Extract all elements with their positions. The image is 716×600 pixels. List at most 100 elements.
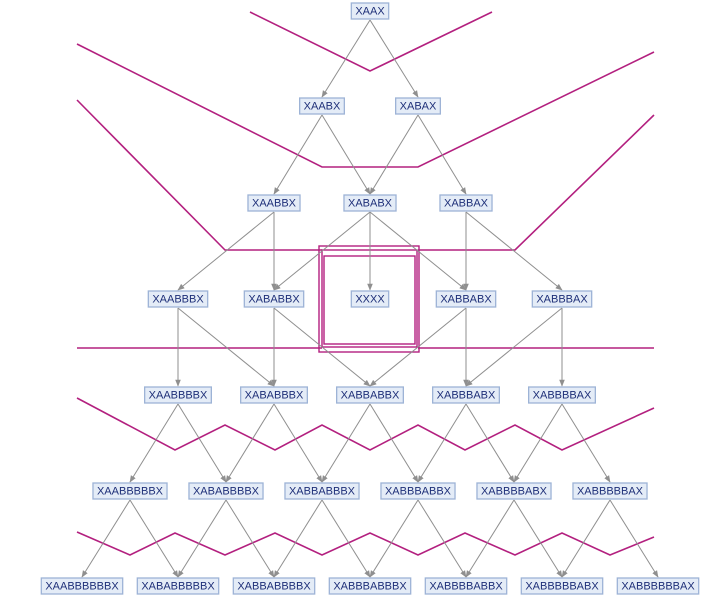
edge-arrow	[609, 499, 659, 578]
node-box	[424, 577, 508, 595]
node-xabbbbbbax: XABBBBBBAX	[616, 577, 700, 595]
edge-arrow	[321, 499, 371, 578]
foliation-line-5	[76, 397, 655, 451]
node-box	[380, 482, 456, 500]
node-label: XABABBBX	[245, 390, 304, 402]
node-box	[350, 2, 390, 20]
node-xabbabbx: XABBABBX	[335, 386, 405, 404]
node-box	[147, 290, 209, 308]
edge-arrow	[369, 403, 419, 483]
edge-arrow	[561, 403, 611, 483]
node-box	[439, 194, 493, 212]
edge-arrow	[513, 403, 563, 483]
foliation-line-6	[76, 531, 655, 556]
node-xabbbbabx: XABBBBABX	[476, 482, 552, 500]
node-label: XABAX	[400, 101, 437, 113]
node-label: XAABBBBBBX	[45, 581, 119, 593]
foliation-line-1	[249, 11, 493, 72]
node-label: XABBABBX	[341, 390, 400, 402]
node-box	[188, 482, 264, 500]
node-xabbbabbx: XABBBABBX	[380, 482, 456, 500]
node-label: XABABBX	[248, 294, 300, 306]
node-xaabbbbbbx: XAABBBBBBX	[40, 577, 124, 595]
node-xxxx: XXXX	[350, 290, 390, 308]
edge-arrow	[225, 499, 275, 578]
foliation-line-3b	[418, 114, 655, 251]
edge-arrow	[321, 19, 371, 98]
edge-arrow	[225, 403, 275, 483]
node-xababx: XABABX	[343, 194, 397, 212]
edge-arrow	[513, 499, 563, 578]
edge-arrow	[369, 114, 419, 195]
edge-arrow	[561, 499, 611, 578]
node-box	[232, 577, 316, 595]
node-label: XABBABX	[440, 294, 492, 306]
node-label: XABBAX	[444, 198, 489, 210]
node-box	[616, 577, 700, 595]
node-label: XABBBBABBX	[429, 581, 503, 593]
node-label: XABBBBBBAX	[621, 581, 695, 593]
node-box	[299, 97, 345, 115]
edge-arrow	[177, 403, 227, 483]
node-label: XAABBBBBX	[97, 486, 164, 498]
node-xaax: XAAX	[350, 2, 390, 20]
node-label: XABBBABX	[437, 390, 496, 402]
node-box	[335, 386, 405, 404]
edge-arrow	[177, 307, 275, 387]
node-box	[247, 194, 301, 212]
edge-arrow	[369, 307, 467, 387]
foliation-line-3	[76, 99, 322, 251]
edge-arrow	[129, 403, 179, 483]
node-box	[395, 97, 441, 115]
node-xaabbbbx: XAABBBBX	[143, 386, 213, 404]
edge-arrow	[369, 19, 419, 98]
edge-layer	[81, 19, 659, 578]
foliation-lines	[76, 11, 655, 556]
node-xaabbbbbx: XAABBBBBX	[92, 482, 168, 500]
node-box	[92, 482, 168, 500]
edge-arrow	[273, 499, 323, 578]
node-layer: XAAX XAABX XABAX XAABBX XABABX XABBAX XAABBBX X…	[40, 2, 700, 595]
node-label: XAABBBX	[152, 294, 204, 306]
node-box	[350, 290, 390, 308]
node-xabbbbabbx: XABBBBABBX	[424, 577, 508, 595]
edge-arrow	[465, 403, 515, 483]
node-xabbbbbax: XABBBBBAX	[572, 482, 648, 500]
node-box	[531, 290, 593, 308]
node-xabbbbbabx: XABBBBBABX	[520, 577, 604, 595]
node-box	[527, 386, 597, 404]
node-xabbax: XABBAX	[439, 194, 493, 212]
edge-arrow	[177, 499, 227, 578]
node-xaabbbx: XAABBBX	[147, 290, 209, 308]
node-xabbbabx: XABBBABX	[431, 386, 501, 404]
node-xababbbbx: XABABBBBX	[188, 482, 264, 500]
edge-arrow	[465, 307, 563, 387]
node-box	[243, 290, 305, 308]
edge-arrow	[129, 499, 179, 578]
node-label: XABBABBBX	[289, 486, 356, 498]
edge-arrow	[321, 403, 371, 483]
edge-arrow	[273, 307, 371, 387]
node-xababbbbbx: XABABBBBBX	[136, 577, 220, 595]
node-label: XABBBBBAX	[577, 486, 644, 498]
node-box	[476, 482, 552, 500]
edge-arrow	[417, 499, 467, 578]
node-label: XAABX	[304, 101, 341, 113]
edge-arrow	[273, 114, 323, 195]
edge-arrow	[321, 114, 371, 195]
node-box	[520, 577, 604, 595]
node-box	[143, 386, 213, 404]
node-box	[136, 577, 220, 595]
node-label: XABBBAX	[536, 294, 588, 306]
edge-arrow	[465, 211, 563, 291]
node-box	[328, 577, 412, 595]
node-box	[572, 482, 648, 500]
node-label: XAAX	[355, 6, 385, 18]
node-label: XAABBX	[252, 198, 297, 210]
node-label: XABBBBBABX	[525, 581, 599, 593]
node-xabax: XABAX	[395, 97, 441, 115]
node-box	[431, 386, 501, 404]
edge-arrow	[369, 499, 419, 578]
node-xaabx: XAABX	[299, 97, 345, 115]
